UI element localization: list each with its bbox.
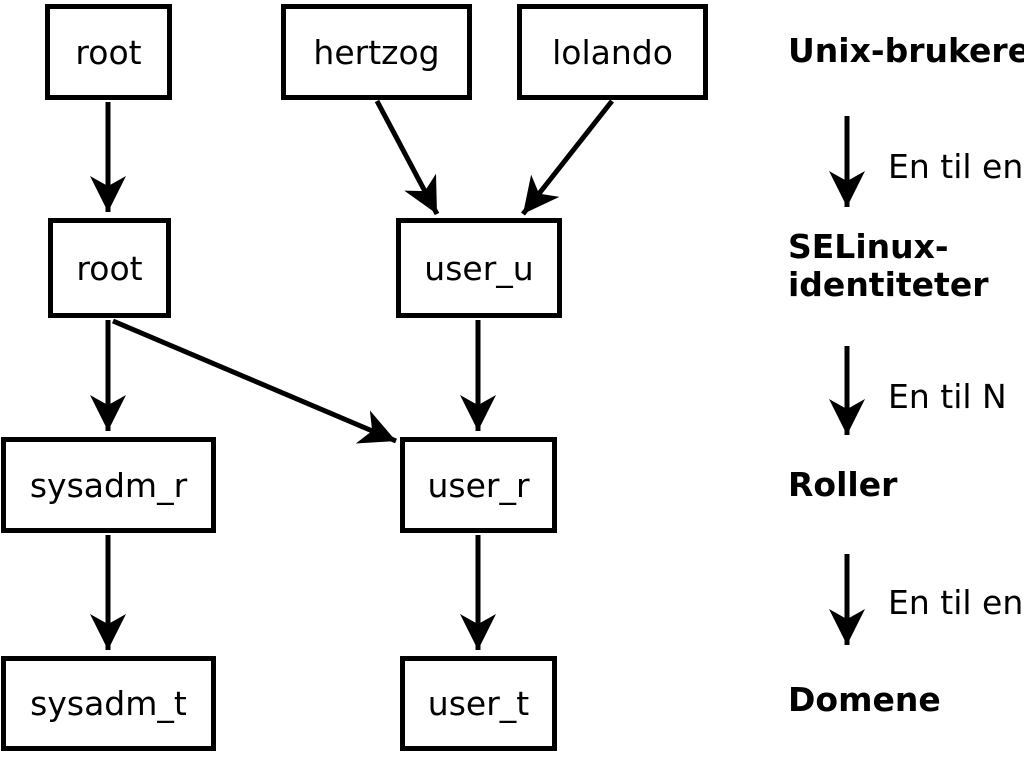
node-user-r: user_r [400,437,557,533]
node-sysadm-r-label: sysadm_r [29,465,188,505]
legend-level-domains: Domene [788,680,941,719]
node-user-r-label: user_r [427,465,530,505]
node-root-unix: root [45,4,172,100]
edge-root-selinux-to-user-r [112,318,397,444]
node-hertzog: hertzog [281,4,472,100]
legend-note-one-to-n: En til N [888,377,1007,416]
node-lolando-label: lolando [552,32,673,72]
node-root-selinux: root [48,218,171,318]
node-sysadm-t-label: sysadm_t [30,684,187,723]
node-lolando: lolando [517,4,708,100]
node-root-unix-label: root [75,32,142,72]
legend-level-selinux-identities: SELinux- identiteter [788,228,988,304]
legend-note-one-to-one-1: En til en [888,147,1024,186]
legend-selinux-line2: identiteter [788,265,989,304]
node-sysadm-r: sysadm_r [1,437,216,533]
edge-lolando-to-user-u [521,99,614,216]
legend-note-one-to-one-2: En til en [888,583,1024,622]
legend-level-unix-users: Unix-brukere [788,31,1024,70]
node-user-u: user_u [396,218,562,318]
node-hertzog-label: hertzog [313,32,440,72]
legend-selinux-line1: SELinux- [788,227,949,266]
legend-level-roles: Roller [788,465,898,504]
node-root-selinux-label: root [76,248,143,288]
node-user-t: user_t [400,656,557,751]
edge-hertzog-to-user-u [374,99,440,216]
node-user-t-label: user_t [427,684,530,723]
node-sysadm-t: sysadm_t [1,656,216,751]
node-user-u-label: user_u [424,248,534,288]
